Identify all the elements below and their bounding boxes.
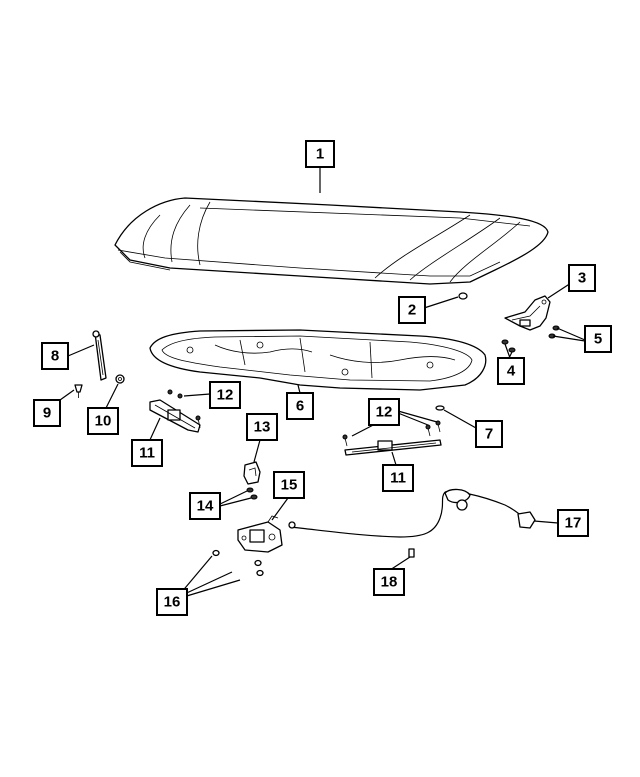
- callout-15-label: 15: [281, 477, 298, 494]
- callout-9-label: 9: [43, 405, 51, 422]
- nut-part-2: [458, 292, 468, 300]
- bracket-right: [344, 439, 442, 456]
- screws-left: [167, 389, 201, 429]
- callout-4: 4: [497, 357, 525, 385]
- callout-12-right-label: 12: [376, 404, 393, 421]
- callout-1-label: 1: [316, 146, 324, 163]
- hood-inner-panel: [149, 329, 487, 391]
- callout-12-right: 12: [368, 398, 400, 426]
- hood-latch: [237, 515, 283, 553]
- callout-11-right: 11: [382, 464, 414, 492]
- callout-17: 17: [557, 509, 589, 537]
- callout-18-label: 18: [381, 574, 398, 591]
- callout-11-left: 11: [131, 439, 163, 467]
- callout-8-label: 8: [51, 348, 59, 365]
- callout-12-left-label: 12: [217, 387, 234, 404]
- callout-11-right-label: 11: [390, 470, 406, 487]
- release-cable: [288, 488, 536, 538]
- fasteners-part-16: [212, 549, 264, 577]
- callout-16-label: 16: [164, 594, 181, 611]
- callout-13: 13: [246, 413, 278, 441]
- callout-5: 5: [584, 325, 612, 353]
- callout-10: 10: [87, 407, 119, 435]
- clip-part-7: [435, 405, 445, 411]
- callout-17-label: 17: [565, 515, 582, 532]
- callout-13-label: 13: [254, 419, 271, 436]
- bolts-part-14: [246, 487, 258, 500]
- callout-2: 2: [398, 296, 426, 324]
- hood-striker: [243, 461, 261, 485]
- callout-16: 16: [156, 588, 188, 616]
- bracket-left: [149, 399, 201, 433]
- callout-14-label: 14: [197, 498, 214, 515]
- callout-11-left-label: 11: [139, 445, 155, 462]
- callout-9: 9: [33, 399, 61, 427]
- grommet: [115, 374, 125, 384]
- callout-5-label: 5: [594, 331, 602, 348]
- callout-4-label: 4: [507, 363, 516, 380]
- callout-6-label: 6: [296, 398, 304, 415]
- callout-3: 3: [568, 264, 596, 292]
- callout-7: 7: [475, 420, 503, 448]
- hood-panel: [114, 197, 549, 285]
- bolts-part-4: [501, 339, 516, 353]
- callout-15: 15: [273, 471, 305, 499]
- callout-14: 14: [189, 492, 221, 520]
- push-clip: [74, 384, 83, 398]
- callout-7-label: 7: [485, 426, 493, 443]
- callout-2-label: 2: [408, 302, 416, 319]
- clip-part-18: [408, 548, 415, 558]
- callout-10-label: 10: [95, 413, 112, 430]
- callout-12-left: 12: [209, 381, 241, 409]
- hood-hinge: [504, 295, 551, 331]
- callout-3-label: 3: [578, 270, 586, 287]
- hood-support-rod: [92, 330, 107, 381]
- callout-1: 1: [305, 140, 335, 168]
- callout-18: 18: [373, 568, 405, 596]
- callout-6: 6: [286, 392, 314, 420]
- callout-8: 8: [41, 342, 69, 370]
